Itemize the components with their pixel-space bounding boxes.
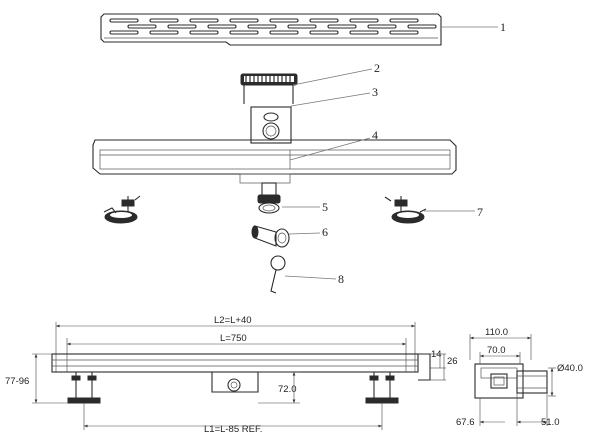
part-5-outlet bbox=[257, 182, 281, 214]
grate-slot bbox=[109, 30, 139, 35]
callout-3: 3 bbox=[372, 85, 378, 99]
dim-51-label: 51.0 bbox=[541, 417, 560, 428]
grate-slot bbox=[189, 18, 219, 23]
part-3-trap-body bbox=[250, 106, 292, 144]
callout-leaders bbox=[282, 26, 498, 280]
callout-2: 2 bbox=[374, 61, 380, 75]
grate-slot bbox=[149, 18, 179, 23]
grate-slot bbox=[109, 18, 139, 23]
grate-slot bbox=[389, 30, 419, 35]
grate-slot bbox=[309, 30, 339, 35]
grate-slot bbox=[407, 24, 437, 29]
grate-slot bbox=[149, 30, 179, 35]
part-2-clip bbox=[240, 73, 298, 104]
grate-slot bbox=[327, 24, 357, 29]
grate-slot bbox=[167, 24, 197, 29]
part-7-leveling-foot-left bbox=[103, 195, 141, 224]
grate-slot bbox=[349, 30, 379, 35]
end-section-view bbox=[469, 334, 556, 426]
side-elevation-view bbox=[32, 322, 446, 430]
grate-slot bbox=[389, 18, 419, 23]
part-6-pipe-connector bbox=[251, 225, 290, 248]
grate-slot bbox=[229, 18, 259, 23]
callout-8: 8 bbox=[338, 272, 344, 286]
grate-slot bbox=[309, 18, 339, 23]
grate-slot bbox=[207, 24, 237, 29]
dim-110-label: 110.0 bbox=[485, 327, 508, 338]
dim-l-label: L=750 bbox=[220, 333, 247, 344]
dim-l2-label: L2=L+40 bbox=[214, 315, 252, 326]
dim-l1-label: L1=L-85 REF. bbox=[204, 424, 262, 435]
grate-slot bbox=[287, 24, 317, 29]
grate-slot bbox=[247, 24, 277, 29]
grate-slot bbox=[269, 18, 299, 23]
dim-height-label: 77-96 bbox=[5, 376, 29, 387]
grate-slot bbox=[367, 24, 397, 29]
callout-7: 7 bbox=[477, 205, 483, 219]
grate-slot bbox=[349, 18, 379, 23]
callout-1: 1 bbox=[500, 20, 506, 34]
dim-67-label: 67.6 bbox=[456, 417, 475, 428]
grate-slot bbox=[269, 30, 299, 35]
callout-6: 6 bbox=[322, 225, 328, 239]
grate-slot bbox=[127, 24, 157, 29]
grate-slot bbox=[189, 30, 219, 35]
callout-5: 5 bbox=[322, 200, 328, 214]
grate-slot bbox=[229, 30, 259, 35]
callout-4: 4 bbox=[372, 128, 378, 142]
part-7-leveling-foot-right bbox=[384, 196, 427, 224]
dim-70-label: 70.0 bbox=[487, 345, 506, 356]
dim-14-label: 14 bbox=[431, 349, 442, 360]
part-8-hook bbox=[270, 255, 286, 294]
dim-72-label: 72.0 bbox=[278, 384, 297, 395]
part-4-channel-body bbox=[92, 139, 457, 184]
dim-26-label: 26 bbox=[447, 356, 458, 367]
dim-dia40-label: Ø40.0 bbox=[557, 363, 583, 374]
part-1-grate-cover bbox=[100, 13, 442, 46]
